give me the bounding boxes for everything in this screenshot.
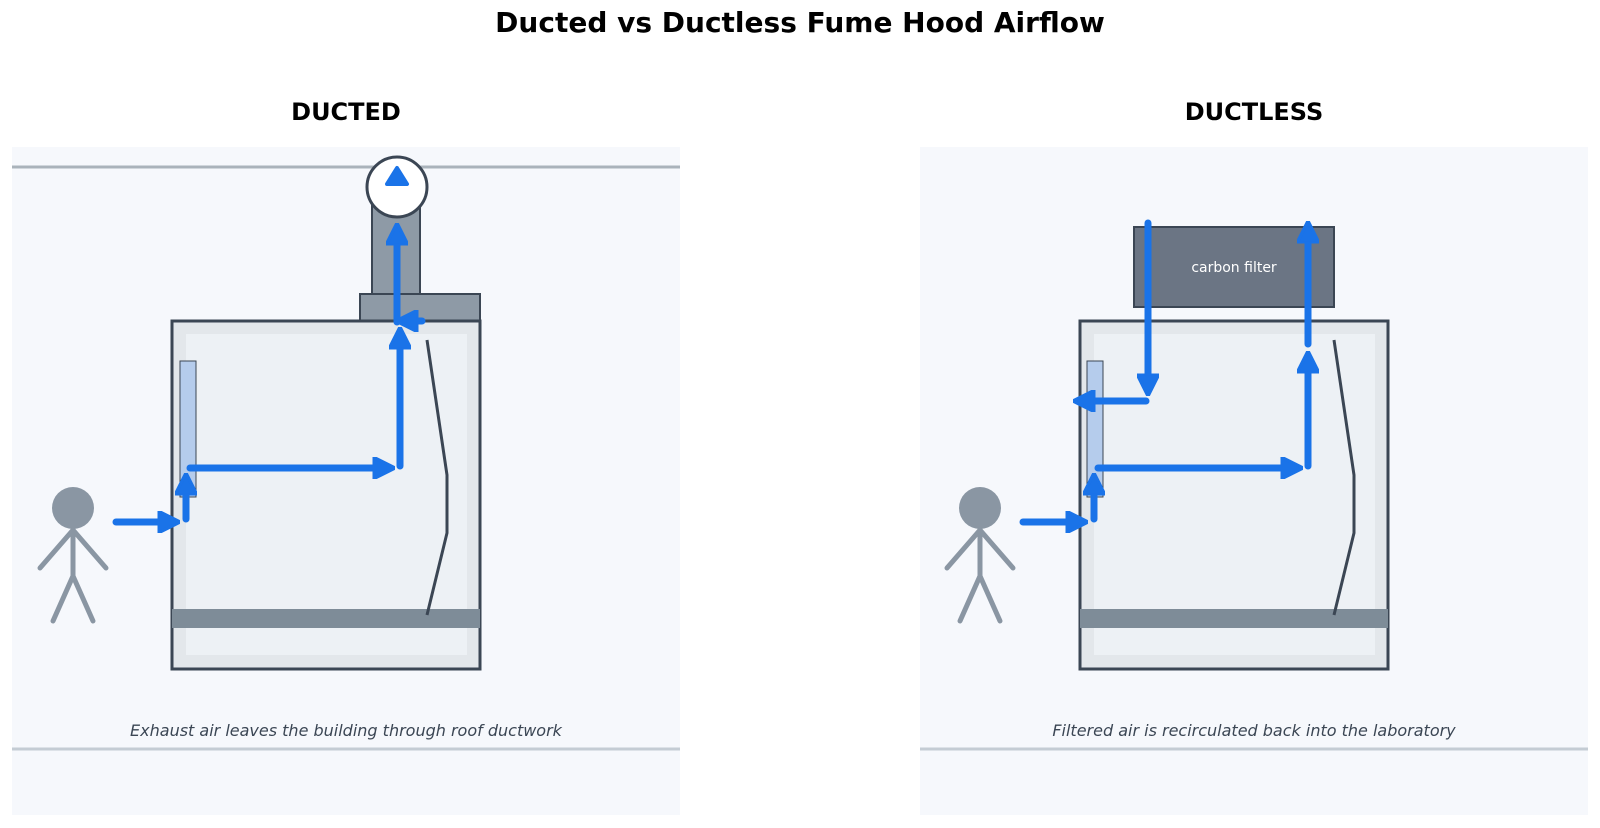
ducted-airflow <box>112 232 426 522</box>
ducted-panel: Exhaust air leaves the building through … <box>12 147 680 815</box>
fan-up-arrow-icon <box>385 166 409 186</box>
ductless-airflow <box>1019 219 1308 522</box>
carbon-filter-label: carbon filter <box>1191 260 1277 276</box>
ductless-person-icon <box>944 487 1016 624</box>
ductless-hood-interior <box>1094 334 1375 655</box>
ducted-duct-collar <box>359 293 481 322</box>
ducted-caption: Exhaust air leaves the building through … <box>130 721 563 740</box>
ductless-baffle <box>1332 339 1356 616</box>
ducted-heading: DUCTED <box>291 98 401 126</box>
ductless-work-surface <box>1080 609 1388 628</box>
ducted-person-icon <box>37 487 109 624</box>
ducted-sash-window <box>179 360 197 498</box>
ducted-exhaust-fan <box>365 155 429 219</box>
ductless-heading: DUCTLESS <box>1184 98 1324 126</box>
ducted-work-surface <box>172 609 480 628</box>
diagram-title: Ducted vs Ductless Fume Hood Airflow <box>495 6 1105 39</box>
ductless-caption: Filtered air is recirculated back into t… <box>1052 721 1456 740</box>
ducted-hood-interior <box>186 334 467 655</box>
ductless-panel: carbon filter Filtered air is recirculat… <box>920 147 1588 815</box>
ductless-sash-window <box>1086 360 1104 498</box>
ducted-baffle <box>425 339 449 616</box>
